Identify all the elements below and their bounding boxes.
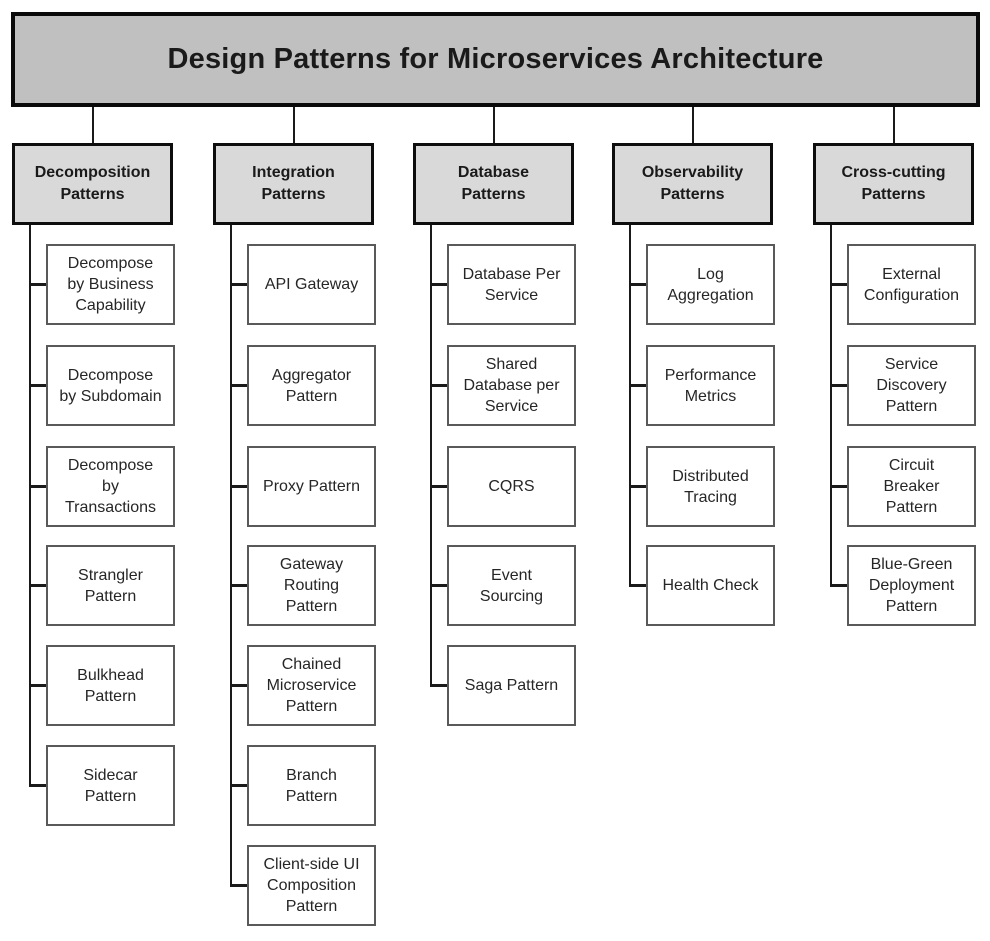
child-stub-line — [430, 384, 447, 387]
child-stub-line — [230, 884, 247, 887]
category-box: Integration Patterns — [213, 143, 374, 225]
child-stub-line — [830, 485, 847, 488]
child-stub-line — [430, 485, 447, 488]
pattern-box: Saga Pattern — [447, 645, 576, 726]
pattern-box: Decompose by Business Capability — [46, 244, 175, 325]
category-drop-line — [430, 225, 432, 687]
pattern-box: API Gateway — [247, 244, 376, 325]
pattern-box: Log Aggregation — [646, 244, 775, 325]
child-stub-line — [430, 684, 447, 687]
child-stub-line — [629, 384, 646, 387]
pattern-box: Sidecar Pattern — [46, 745, 175, 826]
pattern-box: Bulkhead Pattern — [46, 645, 175, 726]
pattern-box: Health Check — [646, 545, 775, 626]
child-stub-line — [629, 584, 646, 587]
category-box: Observability Patterns — [612, 143, 773, 225]
child-stub-line — [830, 584, 847, 587]
pattern-box: Decompose by Subdomain — [46, 345, 175, 426]
title-to-category-line — [691, 107, 694, 143]
pattern-box: Branch Pattern — [247, 745, 376, 826]
category-box: Cross-cutting Patterns — [813, 143, 974, 225]
child-stub-line — [430, 283, 447, 286]
child-stub-line — [230, 684, 247, 687]
pattern-box: Distributed Tracing — [646, 446, 775, 527]
child-stub-line — [29, 485, 46, 488]
child-stub-line — [29, 784, 46, 787]
pattern-box: Performance Metrics — [646, 345, 775, 426]
child-stub-line — [29, 384, 46, 387]
pattern-box: Decompose by Transactions — [46, 446, 175, 527]
title-to-category-line — [292, 107, 295, 143]
child-stub-line — [230, 584, 247, 587]
child-stub-line — [29, 684, 46, 687]
title-to-category-line — [892, 107, 895, 143]
child-stub-line — [629, 485, 646, 488]
pattern-box: Proxy Pattern — [247, 446, 376, 527]
pattern-box: Client-side UI Composition Pattern — [247, 845, 376, 926]
pattern-box: Circuit Breaker Pattern — [847, 446, 976, 527]
child-stub-line — [230, 485, 247, 488]
pattern-box: Aggregator Pattern — [247, 345, 376, 426]
child-stub-line — [29, 584, 46, 587]
child-stub-line — [230, 384, 247, 387]
child-stub-line — [830, 384, 847, 387]
category-box: Decomposition Patterns — [12, 143, 173, 225]
pattern-box: Event Sourcing — [447, 545, 576, 626]
child-stub-line — [430, 584, 447, 587]
pattern-box: Gateway Routing Pattern — [247, 545, 376, 626]
pattern-box: Service Discovery Pattern — [847, 345, 976, 426]
child-stub-line — [230, 784, 247, 787]
title-to-category-line — [492, 107, 495, 143]
pattern-box: CQRS — [447, 446, 576, 527]
category-drop-line — [629, 225, 631, 587]
title-to-category-line — [91, 107, 94, 143]
child-stub-line — [29, 283, 46, 286]
child-stub-line — [230, 283, 247, 286]
pattern-box: Shared Database per Service — [447, 345, 576, 426]
pattern-box: Blue-Green Deployment Pattern — [847, 545, 976, 626]
pattern-box: Strangler Pattern — [46, 545, 175, 626]
pattern-box: External Configuration — [847, 244, 976, 325]
child-stub-line — [629, 283, 646, 286]
category-drop-line — [29, 225, 31, 787]
category-drop-line — [230, 225, 232, 887]
category-drop-line — [830, 225, 832, 587]
category-box: Database Patterns — [413, 143, 574, 225]
diagram-title: Design Patterns for Microservices Archit… — [11, 12, 980, 107]
pattern-box: Chained Microservice Pattern — [247, 645, 376, 726]
child-stub-line — [830, 283, 847, 286]
pattern-box: Database Per Service — [447, 244, 576, 325]
